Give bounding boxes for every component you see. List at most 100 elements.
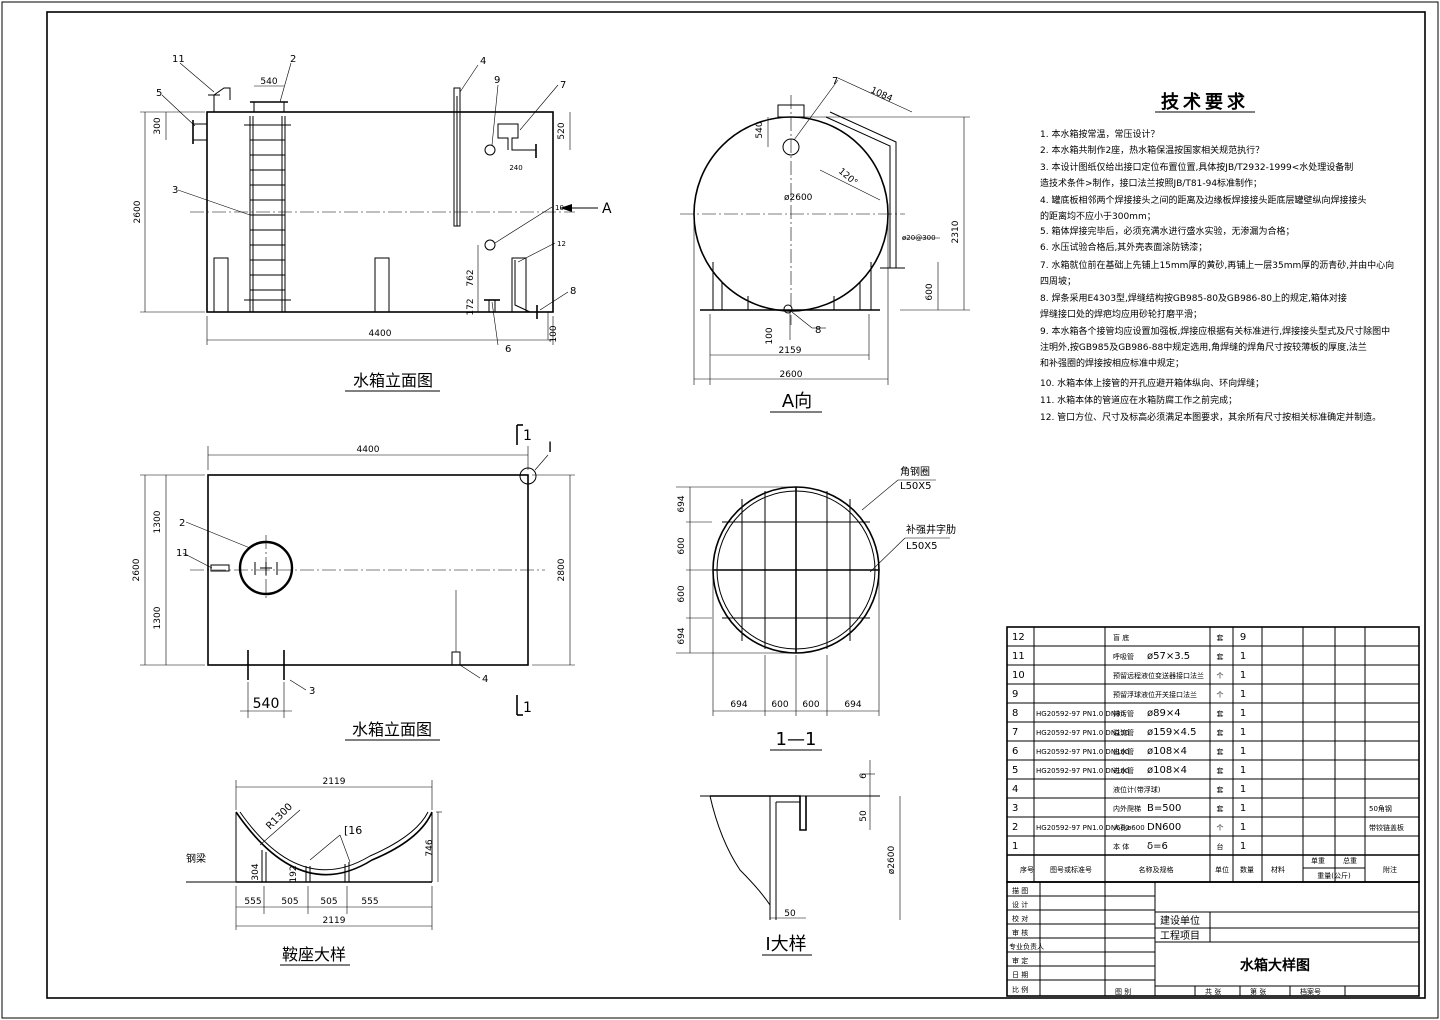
bom-cell-name: 溢流管 (1113, 728, 1134, 737)
dim-length: 4400 (369, 329, 392, 339)
saddle-detail: 2119 R1300 [16 746 304 192 钢梁 555 505 50… (186, 777, 442, 966)
view-title-section: 1—1 (776, 729, 817, 750)
label-9: 9 (494, 75, 500, 86)
label-steel-beam: 钢梁 (186, 852, 206, 865)
inlet-pipe (192, 123, 208, 141)
ladder (244, 116, 291, 312)
a-view: 1084 540 120° ø2600 ø20@300 2310 600 100… (680, 76, 970, 413)
support-leg (511, 257, 527, 313)
bom-cell-unit: 套 (1217, 766, 1224, 775)
tb-sheet-label: 共 张 (1205, 987, 1221, 996)
bom-cell-name: 本 体 (1113, 842, 1129, 851)
dim-1300-top: 1300 (153, 510, 163, 533)
tech-item: 1. 本水箱按常温，常压设计？ (1040, 128, 1159, 140)
tb-unit-label: 建设单位 (1160, 914, 1200, 927)
tech-item: 的距离均不应小于300mm； (1040, 210, 1156, 222)
support-leg (374, 257, 390, 313)
label-8-a: 8 (815, 325, 821, 336)
tb-archive-label: 档案号 (1300, 987, 1321, 996)
bom-header-no: 序号 (1020, 865, 1034, 874)
tech-item: 6. 水压试验合格后,其外壳表面涂防锈漆； (1040, 241, 1207, 253)
bom-cell-spec: ø57×3.5 (1147, 651, 1190, 662)
label-12: 12 (557, 240, 566, 248)
bom-cell-remark: 50角钢 (1369, 804, 1392, 813)
manhole-top (777, 104, 805, 118)
tb-row-scale: 比 例 (1012, 985, 1028, 994)
bom-header-name: 名称及规格 (1139, 865, 1174, 874)
bom-cell-no: 7 (1012, 727, 1018, 738)
outlet-pipe (488, 300, 496, 312)
bom-cell-spec: ø108×4 (1147, 746, 1187, 757)
dim-300: 300 (153, 117, 163, 134)
dim-diameter-a: ø2600 (784, 193, 813, 203)
tb-fig-label: 图 别 (1115, 987, 1131, 996)
detail-ring-profile (710, 795, 807, 831)
dim-2600-a: 2600 (780, 370, 803, 380)
dim-172: 172 (466, 298, 476, 315)
technical-requirements: 技术要求 1. 本水箱按常温，常压设计？ 2. 本水箱共制作2座，热水箱保温按国… (1040, 91, 1394, 423)
bom-cell-qty: 1 (1240, 708, 1246, 719)
dim-746: 746 (425, 839, 435, 856)
tech-item: 造技术条件>制作，接口法兰按照JB/T81-94标准制作； (1040, 177, 1262, 189)
bom-cell-qty: 9 (1240, 632, 1246, 643)
dim-4400-plan: 4400 (357, 445, 380, 455)
bom-cell-unit: 套 (1217, 785, 1224, 794)
outside-ladder (825, 116, 891, 268)
bom-cell-spec: B=500 (1147, 803, 1181, 814)
bom-cell-unit: 套 (1217, 728, 1224, 737)
drain-pipe (514, 260, 537, 313)
section-1-1: 694 600 600 694 694 600 600 694 角钢圈 L50X… (676, 465, 956, 751)
tb-row-approve: 审 定 (1012, 956, 1028, 965)
bom-header-qty: 数量 (1240, 865, 1254, 874)
title-block: 描 图 设 计 校 对 审 核 专业负责人 审 定 日 期 比 例 建设单位 工… (1006, 881, 1420, 997)
bom-header-weight: 重量(公斤) (1317, 871, 1351, 880)
dim-saddle-b2: 505 (281, 897, 298, 907)
elevation-view-2: 4400 2600 1300 1300 2800 540 1 1 I 2 11 … (132, 424, 575, 741)
bom-cell-qty: 1 (1240, 822, 1246, 833)
view-title-saddle: 鞍座大样 (282, 945, 346, 964)
label-8: 8 (570, 286, 576, 297)
drain-circle (783, 304, 793, 314)
tech-item: 4. 罐底板相邻两个焊接接头之间的距离及边缘板焊接接头距底层罐壁纵向焊接接头 (1040, 194, 1366, 206)
bom-header-mat: 材料 (1271, 865, 1285, 874)
bom-cell-qty: 1 (1240, 784, 1246, 795)
label-angle-ring: 角钢圈 (900, 465, 930, 478)
dim-height: 2600 (133, 200, 143, 223)
label-2: 2 (290, 54, 296, 65)
bom-header-unit: 单位 (1215, 865, 1229, 874)
bom-cell-qty: 1 (1240, 651, 1246, 662)
bom-cell-no: 2 (1012, 822, 1018, 833)
label-3-plan: 3 (309, 686, 315, 697)
bom-cell-no: 10 (1012, 670, 1025, 681)
bom-cell-no: 1 (1012, 841, 1018, 852)
bom-cell-name: 预留浮球液位开关接口法兰 (1113, 690, 1197, 699)
dim-1300-bottom: 1300 (153, 606, 163, 629)
dim-1084: 1084 (869, 86, 894, 105)
dim-saddle-b3: 505 (320, 897, 337, 907)
tb-row-lead: 专业负责人 (1009, 942, 1044, 951)
label-5: 5 (156, 88, 162, 99)
bom-cell-name: 预留远程液位变送器接口法兰 (1113, 671, 1204, 680)
dim-detail-diameter: ø2600 (887, 846, 897, 875)
bom-cell-unit: 个 (1217, 824, 1224, 832)
tech-item: 12. 管口方位、尺寸及标高必须满足本图要求，其余所有尺寸按相关标准确定并制造。 (1040, 411, 1381, 423)
tech-item: 7. 水箱就位前在基础上先铺上15mm厚的黄砂,再铺上一层35mm厚的沥青砂,并… (1040, 259, 1394, 271)
tech-item: 9. 本水箱各个接管均应设置加强板,焊接应根据有关标准进行,焊接接头型式及尺寸除… (1040, 325, 1390, 337)
tech-item: 11. 水箱本体的管道应在水箱防腐工作之前完成； (1040, 394, 1237, 406)
bom-cell-name: 内外爬梯 (1113, 804, 1141, 813)
dim-section-v-1: 694 (677, 495, 687, 512)
dim-section-v-4: 694 (677, 627, 687, 644)
bom-cell-name: 人孔ø600 (1113, 824, 1145, 832)
bom-cell-qty: 1 (1240, 765, 1246, 776)
bom-cell-name: 呼吸管 (1113, 652, 1134, 661)
bom-cell-unit: 套 (1217, 633, 1224, 642)
bom-cell-qty: 1 (1240, 803, 1246, 814)
dim-2600-plan: 2600 (132, 558, 142, 581)
tech-item: 8. 焊条采用E4303型,焊缝结构按GB985-80及GB986-80上的规定… (1040, 292, 1347, 304)
label-stiffener-size: L50X5 (906, 541, 938, 552)
